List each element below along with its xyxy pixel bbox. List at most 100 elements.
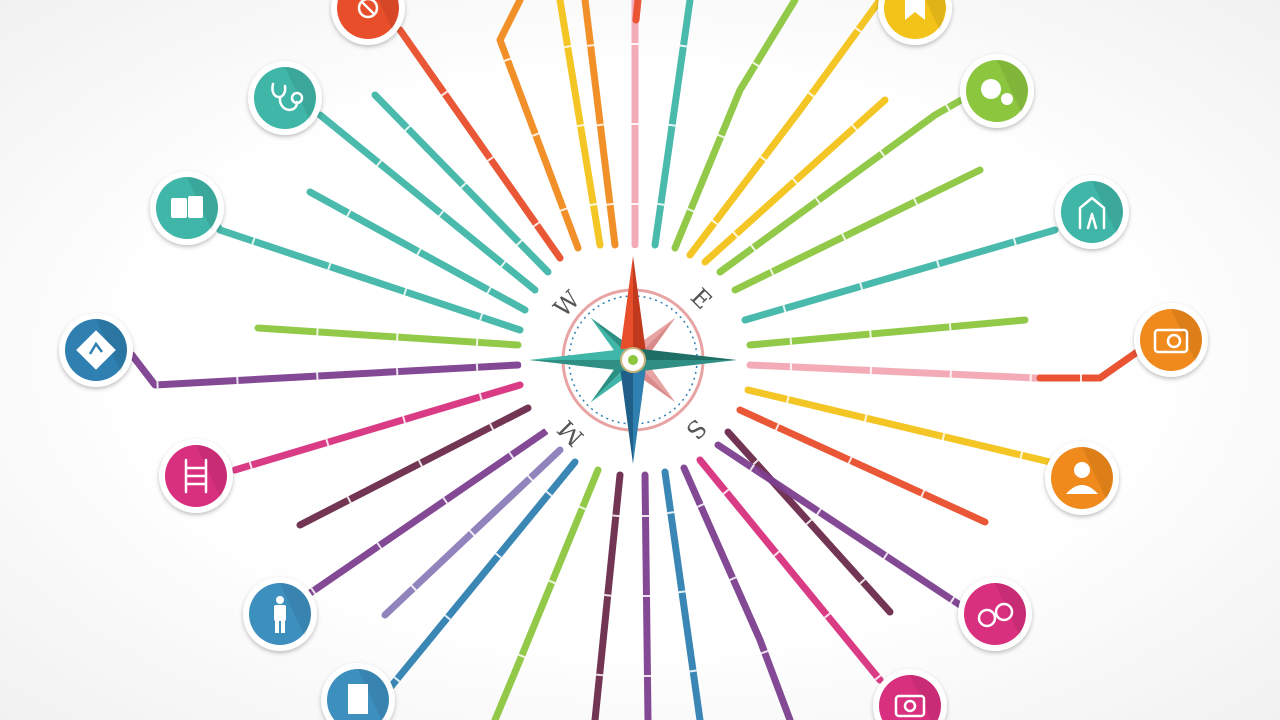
stethoscope-icon bbox=[248, 61, 322, 135]
icon-glyph bbox=[360, 0, 376, 16]
path-gap-marks bbox=[651, 0, 694, 246]
compass-point-east bbox=[633, 348, 737, 360]
radial-path bbox=[296, 428, 549, 604]
icon-shade bbox=[1092, 181, 1123, 235]
radial-paths bbox=[128, 0, 1144, 720]
building-icon bbox=[321, 663, 395, 720]
ladder-icon bbox=[159, 439, 233, 513]
icon-glyph bbox=[981, 79, 1001, 99]
path-gap-marks bbox=[382, 447, 563, 618]
radial-path bbox=[661, 468, 704, 720]
icon-disc bbox=[337, 0, 399, 39]
icon-glyph bbox=[905, 0, 925, 20]
icon-disc bbox=[1061, 181, 1123, 243]
radial-path bbox=[296, 404, 532, 529]
icon-glyph bbox=[290, 91, 304, 105]
faces-icon bbox=[960, 54, 1034, 128]
compass-point-south bbox=[633, 360, 647, 464]
icon-shade bbox=[280, 583, 311, 637]
radial-path bbox=[744, 386, 1054, 466]
radial-path bbox=[231, 381, 524, 474]
radial-path bbox=[696, 456, 884, 684]
radial-path bbox=[671, 0, 799, 252]
compass-point-west bbox=[529, 360, 633, 372]
path-gap-marks bbox=[671, 0, 798, 250]
icon-glyph bbox=[894, 694, 926, 718]
icon-glyph bbox=[281, 621, 285, 633]
icon-glyph bbox=[276, 596, 284, 604]
icon-glyph bbox=[348, 684, 368, 714]
camera-icon bbox=[1134, 303, 1208, 377]
radial-path bbox=[206, 211, 524, 334]
standing-person-icon bbox=[243, 577, 317, 651]
working-person-icon bbox=[1055, 175, 1129, 249]
compass-point-north bbox=[633, 256, 647, 360]
icon-shade bbox=[196, 445, 227, 499]
radial-path bbox=[591, 471, 624, 720]
hand-tools-icon bbox=[331, 0, 405, 45]
path-gap-marks bbox=[581, 0, 619, 246]
radial-path bbox=[651, 0, 694, 249]
compass-point-east bbox=[633, 360, 737, 372]
icon-shade bbox=[378, 0, 399, 31]
icon-glyph bbox=[1078, 196, 1106, 230]
radial-path bbox=[1036, 346, 1144, 382]
icon-nodes bbox=[59, 0, 1208, 720]
icon-glyph bbox=[171, 198, 187, 218]
radial-path bbox=[746, 316, 1029, 349]
path-gap-marks bbox=[641, 474, 652, 720]
icon-glyph bbox=[88, 341, 103, 355]
icon-disc bbox=[1140, 309, 1202, 371]
icon-glyph bbox=[977, 608, 997, 628]
icon-glyph bbox=[1066, 485, 1098, 494]
icon-glyph bbox=[275, 621, 279, 633]
icon-shade bbox=[925, 0, 946, 31]
radial-path bbox=[581, 0, 619, 249]
radial-path bbox=[741, 226, 1059, 324]
radial-path bbox=[686, 0, 884, 259]
compass-hub-center bbox=[628, 355, 638, 365]
icon-glyph bbox=[1074, 462, 1090, 478]
radial-path bbox=[496, 0, 582, 252]
banner-icon bbox=[878, 0, 952, 45]
icon-shade bbox=[358, 669, 389, 720]
path-gap-marks bbox=[661, 471, 704, 720]
diamond-sign-icon bbox=[59, 313, 133, 387]
radial-path bbox=[731, 166, 984, 294]
radial-path bbox=[716, 91, 974, 276]
path-gap-marks bbox=[372, 92, 551, 275]
pages-icon bbox=[150, 171, 224, 245]
icon-disc bbox=[254, 67, 316, 129]
radial-path bbox=[128, 351, 522, 389]
radial-path bbox=[680, 464, 794, 720]
radial-path bbox=[396, 26, 564, 262]
radial-path bbox=[254, 324, 522, 349]
radial-path bbox=[632, 0, 642, 24]
radial-path bbox=[376, 458, 579, 704]
icon-shade bbox=[997, 60, 1028, 114]
icon-glyph bbox=[271, 82, 299, 111]
icon-glyph bbox=[1001, 93, 1013, 105]
icon-glyph bbox=[357, 0, 379, 19]
icon-shade bbox=[1082, 447, 1113, 501]
path-gap-marks bbox=[591, 474, 624, 720]
path-gap-marks bbox=[556, 0, 604, 246]
compass-point-north bbox=[619, 256, 633, 360]
radial-path bbox=[746, 346, 1144, 382]
icon-glyph bbox=[184, 458, 208, 494]
icon-disc bbox=[884, 0, 946, 39]
radial-path bbox=[316, 111, 539, 294]
radial-path bbox=[736, 406, 989, 526]
icon-glyph bbox=[903, 699, 917, 713]
icon-glyph bbox=[994, 602, 1014, 622]
radial-path bbox=[491, 466, 602, 720]
icon-glyph bbox=[188, 196, 203, 218]
icon-glyph bbox=[1166, 333, 1182, 349]
radial-path bbox=[641, 471, 652, 720]
camera-hand-icon bbox=[873, 669, 947, 720]
path-gap-marks bbox=[702, 97, 888, 265]
compass-point-south bbox=[619, 360, 633, 464]
handcuffs-icon bbox=[958, 577, 1032, 651]
